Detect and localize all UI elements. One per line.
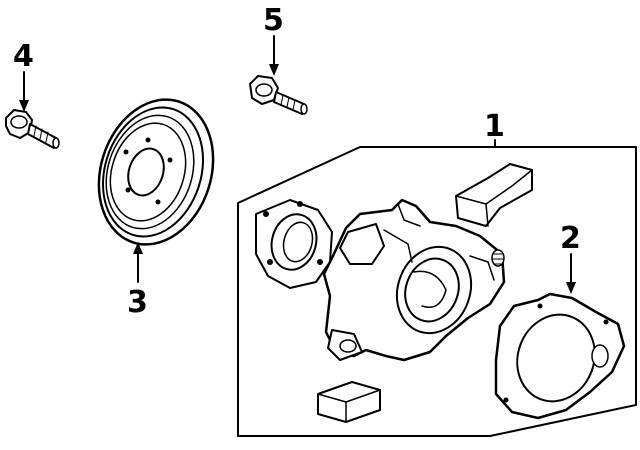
callout-2[interactable]: 2 xyxy=(560,221,581,294)
callout-1[interactable]: 1 xyxy=(484,109,505,148)
assembly-frame xyxy=(237,146,637,437)
callout-3-label: 3 xyxy=(127,285,148,320)
insulator-block-bottom[interactable] xyxy=(317,381,381,423)
callout-2-label: 2 xyxy=(560,221,581,256)
small-fitting[interactable] xyxy=(491,249,505,267)
water-pump-body[interactable] xyxy=(322,198,506,362)
callout-4-label: 4 xyxy=(13,39,34,74)
pump-flange[interactable] xyxy=(255,199,333,289)
callout-5-label: 5 xyxy=(263,3,284,38)
callout-3[interactable]: 3 xyxy=(127,242,148,320)
bolt-5[interactable] xyxy=(249,75,308,115)
insulator-block-top[interactable] xyxy=(455,163,533,227)
gasket-2[interactable] xyxy=(494,292,626,420)
bolt-4[interactable] xyxy=(5,109,60,149)
callout-4[interactable]: 4 xyxy=(13,39,34,112)
callout-5[interactable]: 5 xyxy=(263,3,284,76)
callout-1-label: 1 xyxy=(484,109,505,144)
pulley-3[interactable] xyxy=(81,85,231,260)
